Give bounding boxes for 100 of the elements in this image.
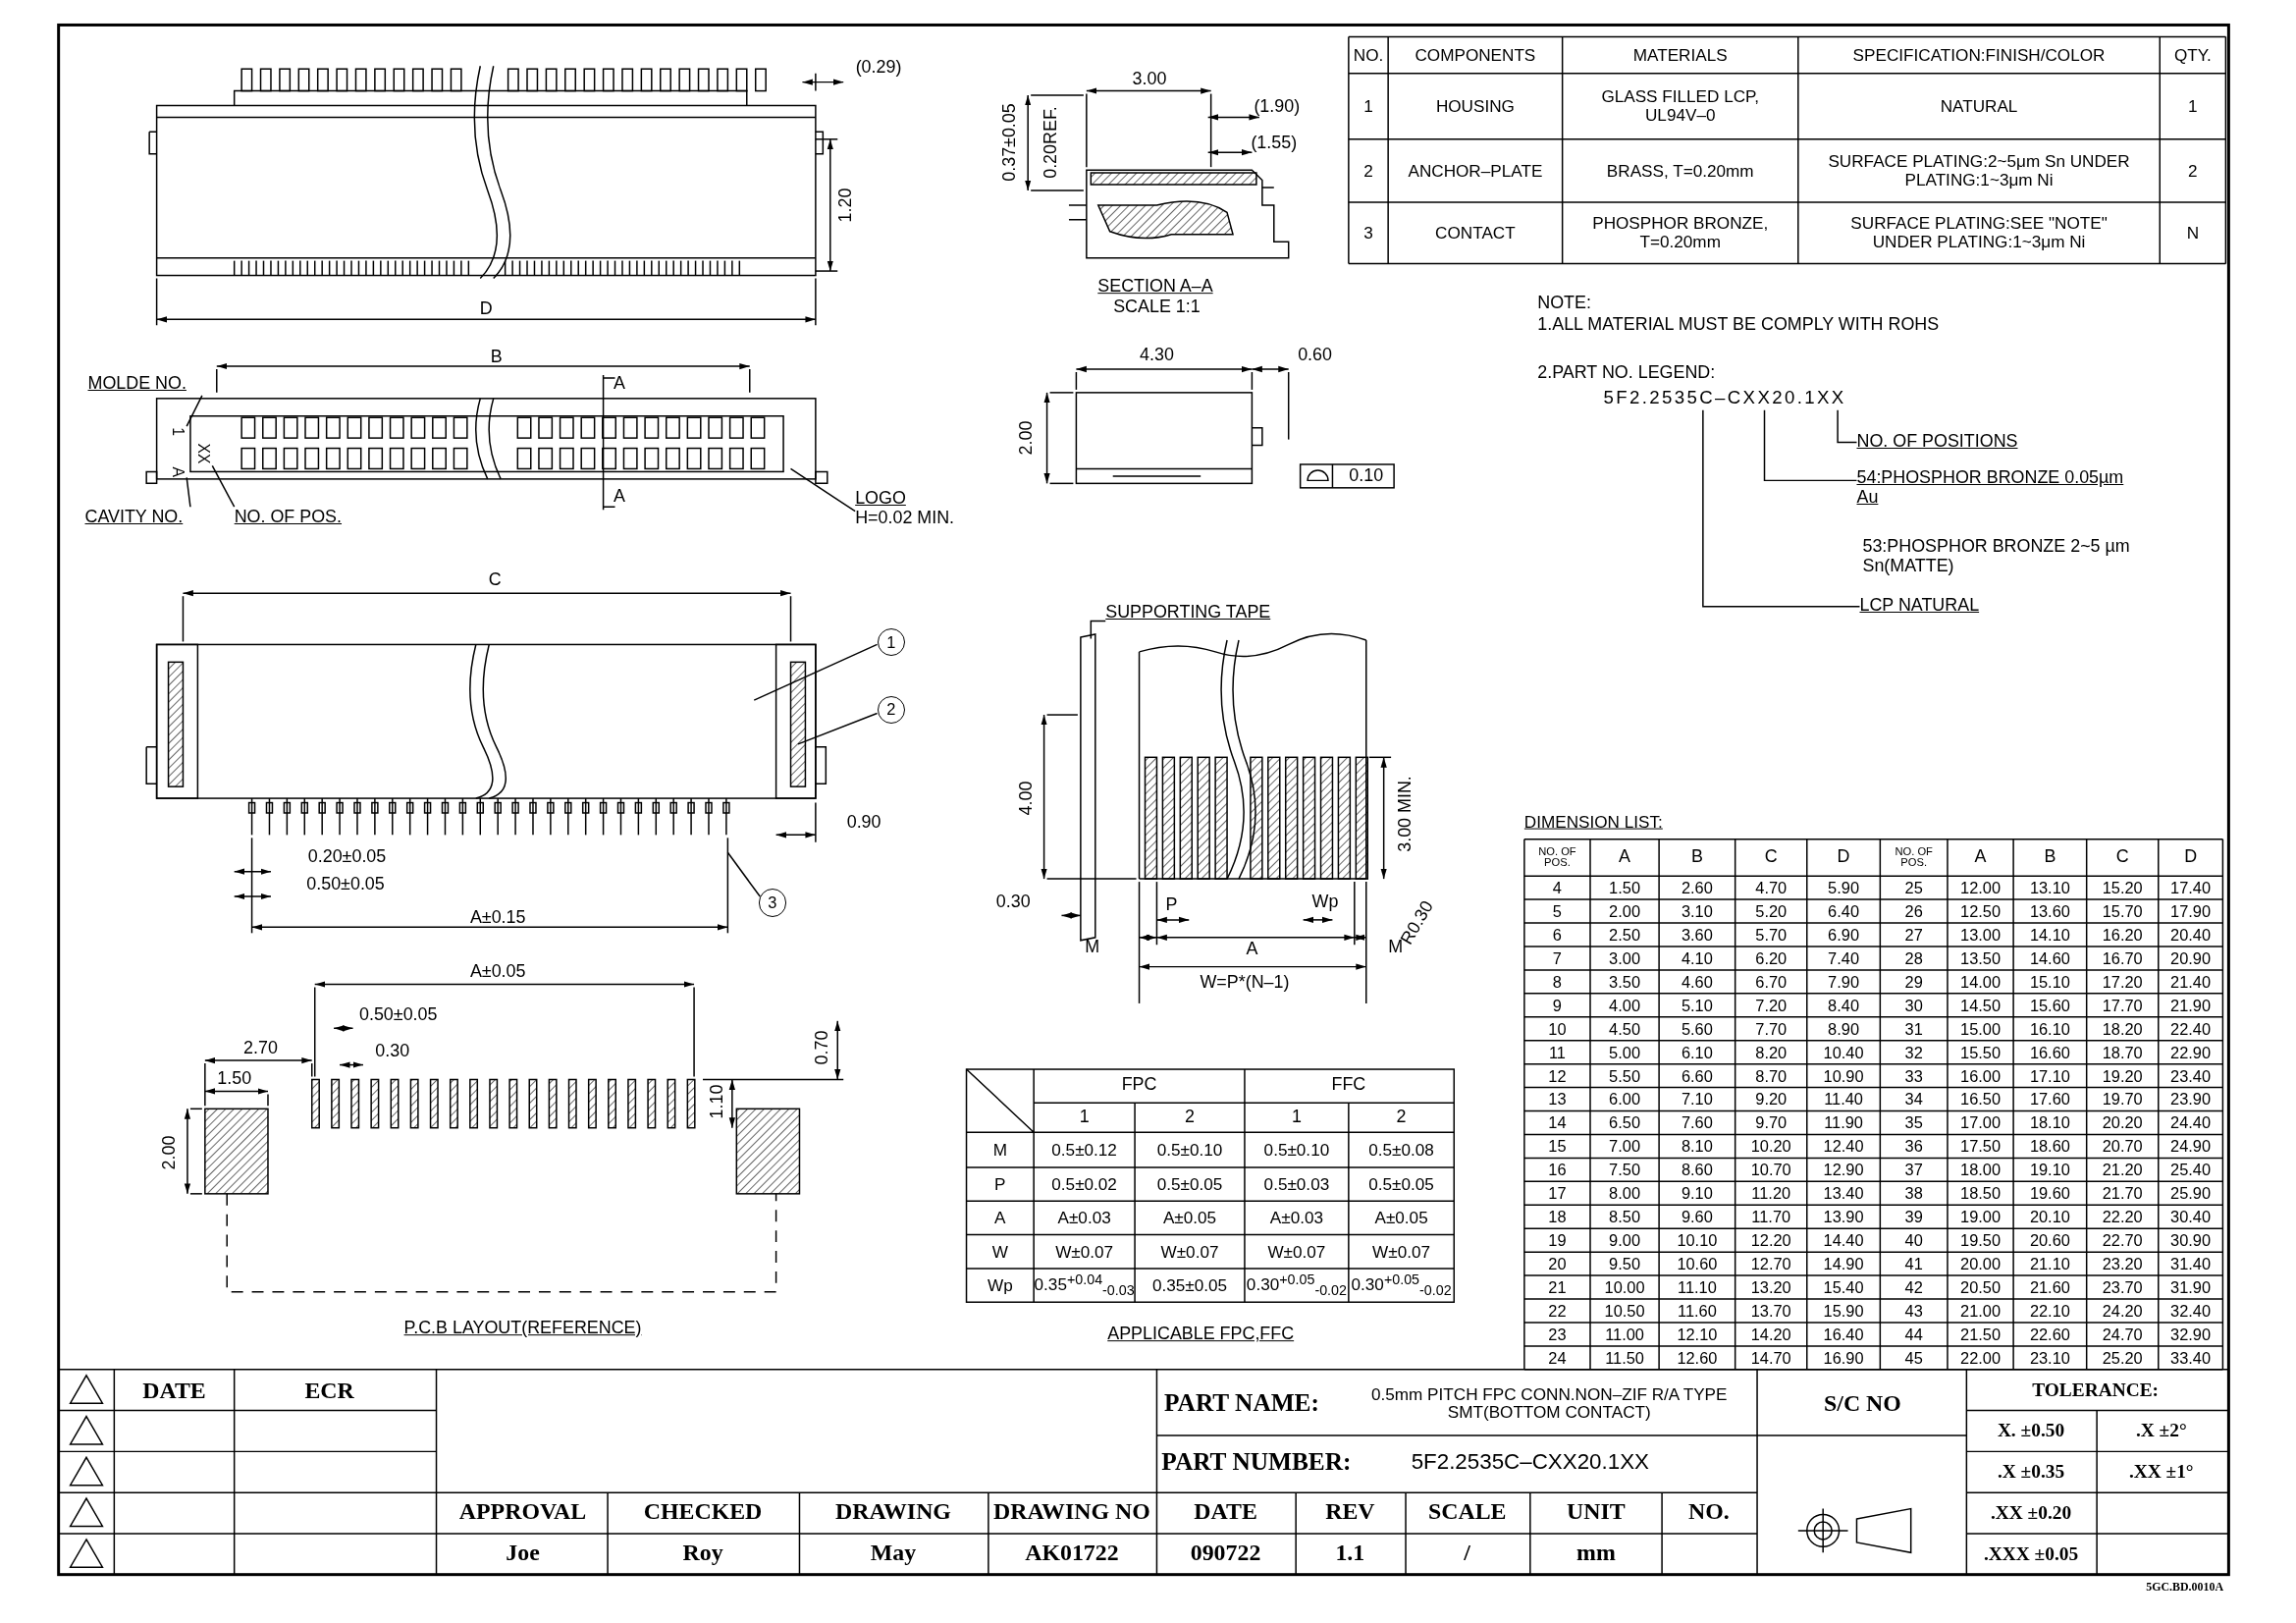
table-text: 22.40 — [2170, 1019, 2212, 1038]
dimension-value: W=P*(N–1) — [1200, 973, 1290, 993]
table-text: 31.40 — [2170, 1255, 2212, 1273]
table-text: 0.5±0.08 — [1368, 1140, 1434, 1160]
table-text: 15.10 — [2029, 972, 2070, 991]
table-text: 8.60 — [1681, 1161, 1713, 1179]
table-text: 8 — [1552, 972, 1562, 991]
table-text: 20.40 — [2170, 925, 2212, 944]
dimension-value: A±0.15 — [469, 908, 526, 929]
table-text: 18.60 — [2029, 1137, 2070, 1156]
table-text: 7.60 — [1681, 1113, 1713, 1132]
table-text: 4.50 — [1609, 1019, 1640, 1038]
table-text: 24 — [1548, 1348, 1567, 1367]
table-text: 10 — [1548, 1019, 1567, 1038]
table-text: BRASS, T=0.20mm — [1605, 161, 1755, 181]
callout-number: 2 — [877, 695, 905, 724]
title-block-text: mm — [1576, 1540, 1616, 1566]
dimension-value: A±0.05 — [469, 962, 526, 983]
dimension-value: 0.30 — [995, 893, 1031, 912]
table-text: 35 — [1904, 1113, 1923, 1132]
table-text: NATURAL — [1939, 96, 2019, 116]
table-text: 15.70 — [2102, 901, 2143, 920]
table-text: 18.50 — [1960, 1184, 2002, 1203]
table-text: A±0.05 — [1162, 1208, 1217, 1227]
table-text: 15.20 — [2102, 879, 2143, 896]
table-text: 9.00 — [1609, 1231, 1640, 1250]
table-text: 31.90 — [2170, 1277, 2212, 1296]
dimension-value: M — [1085, 938, 1100, 957]
table-text: 6.20 — [1755, 948, 1788, 967]
table-text: 15.40 — [1823, 1277, 1864, 1296]
leader-line — [186, 476, 191, 508]
table-text: COMPONENTS — [1414, 45, 1537, 65]
table-text: 2 — [1185, 1108, 1195, 1127]
part-marking: A — [167, 465, 187, 478]
leader-line — [1702, 409, 1861, 608]
dimension-value: 0.50±0.05 — [306, 875, 385, 894]
table-text: 5.70 — [1755, 925, 1788, 944]
table-text: 6.50 — [1609, 1113, 1640, 1132]
table-text: 38 — [1904, 1184, 1923, 1203]
title-block-text: .XX ±1° — [2128, 1461, 2194, 1483]
dimension-value: 3.00 — [1132, 69, 1167, 89]
table-text: 24.40 — [2170, 1113, 2212, 1132]
dimension-value: (0.29) — [855, 57, 902, 78]
table-text: 20.60 — [2029, 1231, 2070, 1250]
title-block-text: 5F2.2535C–CXX20.1XX — [1411, 1449, 1649, 1474]
table-text: 11.60 — [1678, 1301, 1717, 1320]
table-text: 7.90 — [1828, 972, 1859, 991]
table-text: D — [2184, 847, 2198, 868]
table-text: 2.00 — [1609, 901, 1640, 920]
note-text: 53:PHOSPHOR BRONZE 2~5 µm Sn(MATTE) — [1862, 537, 2131, 576]
table-text: 14.10 — [2029, 925, 2070, 944]
table-text: 7.50 — [1609, 1161, 1640, 1179]
title-block-text: AK01722 — [1025, 1540, 1119, 1566]
table-text: 14.60 — [2029, 948, 2070, 967]
table-text: 0.5±0.05 — [1156, 1174, 1223, 1194]
table-text: 6.60 — [1681, 1066, 1713, 1085]
dimension-value: 0.10 — [1349, 465, 1384, 486]
table-text: 32.90 — [2170, 1325, 2212, 1343]
table-text: 27 — [1904, 925, 1923, 944]
table-text: 15 — [1548, 1137, 1567, 1156]
table-text: 3 — [1362, 223, 1374, 243]
dimension-value: 2.00 — [1016, 420, 1037, 456]
title-block-text: 1.1 — [1335, 1540, 1365, 1566]
leader-line — [789, 467, 856, 513]
table-text: 30.90 — [2170, 1231, 2212, 1250]
table-text: 12.00 — [1960, 879, 2002, 896]
table-text: HOUSING — [1434, 96, 1516, 116]
dimension-value: 2.00 — [160, 1135, 180, 1170]
dimension-value: A — [1246, 939, 1258, 959]
table-text: 5.20 — [1755, 901, 1788, 920]
table-text: 7.40 — [1828, 948, 1859, 967]
leader-line — [797, 712, 879, 745]
table-text: 24.90 — [2170, 1137, 2212, 1156]
table-text: 37 — [1904, 1161, 1923, 1179]
part-marking: 1 — [167, 426, 187, 438]
table-text: 19 — [1548, 1231, 1567, 1250]
title-block-text: CHECKED — [643, 1498, 763, 1525]
leader-line — [1090, 620, 1106, 640]
table-text: 13.60 — [2029, 901, 2070, 920]
table-text: 17.60 — [2029, 1090, 2070, 1109]
table-text: 32.40 — [2170, 1301, 2212, 1320]
table-text: 4 — [1552, 879, 1562, 896]
table-text: 5.50 — [1609, 1066, 1640, 1085]
table-text: 21.00 — [1960, 1301, 2002, 1320]
title-block-text: DRAWING NO — [993, 1498, 1150, 1525]
table-text: 13.50 — [1960, 948, 2002, 967]
dimension-value: 0.37±0.05 — [1000, 102, 1021, 182]
table-text: 18.10 — [2029, 1113, 2070, 1132]
table-text: 7 — [1552, 948, 1562, 967]
table-text: 0.35±0.05 — [1151, 1275, 1228, 1295]
table-text: P — [994, 1174, 1006, 1194]
table-text: 4.00 — [1609, 996, 1640, 1014]
callout-label: NO. OF POS. — [234, 507, 372, 530]
dimension-value: 0.30 — [375, 1042, 410, 1061]
table-text: NO. OF POS. — [1537, 846, 1577, 868]
table-text: 2 — [1396, 1108, 1407, 1127]
table-text: 21.50 — [1960, 1325, 2002, 1343]
table-text: 0.5±0.02 — [1051, 1174, 1117, 1194]
table-text: 17.00 — [1960, 1113, 2002, 1132]
table-title: APPLICABLE FPC,FFC — [1107, 1325, 1295, 1344]
